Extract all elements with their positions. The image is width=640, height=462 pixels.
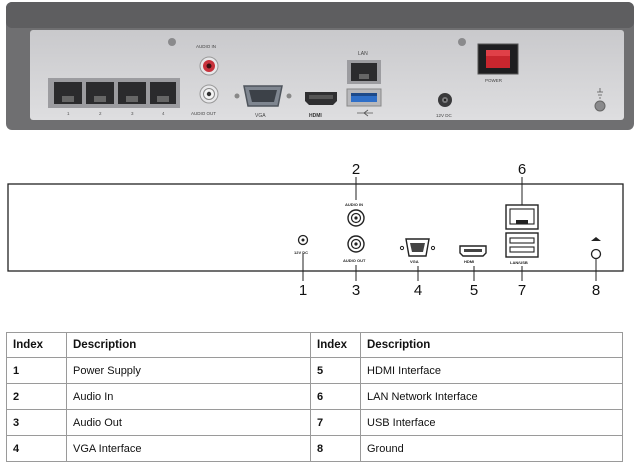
row-index: 8 — [310, 435, 361, 462]
photo-usb-port-icon — [346, 88, 382, 107]
photo-lan-port-icon — [347, 60, 381, 84]
diagram-hdmi-icon — [459, 245, 487, 257]
audio-out-jack-icon — [199, 84, 219, 104]
header-index: Index — [6, 332, 67, 358]
table-row: 2 Audio In 6 LAN Network Interface — [6, 383, 623, 410]
row-description: USB Interface — [360, 409, 623, 436]
photo-lan-label: LAN — [358, 51, 368, 57]
diagram-outline — [7, 183, 624, 272]
row-index: 1 — [6, 357, 67, 384]
lan-port-number: 1 — [67, 111, 70, 116]
callout-number: 7 — [518, 282, 526, 299]
table-row: 4 VGA Interface 8 Ground — [6, 435, 623, 462]
callout-number: 3 — [352, 282, 360, 299]
diagram-audio-in-label: AUDIO IN — [345, 202, 363, 207]
power-switch-icon — [477, 43, 519, 75]
row-description: Ground — [360, 435, 623, 462]
diagram-dc-label: 12V DC — [294, 250, 308, 255]
photo-power-label: POWER — [485, 78, 503, 83]
rear-panel-diagram: 12V DC 1 2 AUDIO IN AUDIO OUT 3 VGA 4 HD… — [7, 161, 624, 299]
callout-number: 4 — [414, 282, 422, 299]
dc-power-jack-icon — [438, 93, 452, 107]
callout-number: 5 — [470, 282, 478, 299]
row-description: HDMI Interface — [360, 357, 623, 384]
diagram-hdmi-label: HDMI — [464, 259, 474, 264]
diagram-usb-port-icon — [505, 232, 539, 258]
header-description: Description — [360, 332, 623, 358]
row-index: 2 — [6, 383, 67, 410]
table-row: 1 Power Supply 5 HDMI Interface — [6, 357, 623, 384]
row-description: Audio In — [66, 383, 311, 410]
hdmi-port-icon — [305, 92, 337, 105]
ground-screw-icon — [594, 88, 606, 112]
diagram-lan-usb-label: LAN/USB — [510, 260, 528, 265]
screw-icon — [458, 38, 466, 46]
rear-panel-photo: 1 2 3 4 AUDIO IN AUDIO OUT VGA HDMI LAN — [6, 2, 634, 130]
row-index: 6 — [310, 383, 361, 410]
audio-in-jack-icon — [199, 56, 219, 76]
photo-dc-label: 12V DC — [436, 113, 453, 118]
diagram-lan-port-icon — [505, 204, 539, 230]
callout-number: 6 — [518, 161, 526, 178]
photo-audio-in-label: AUDIO IN — [196, 44, 216, 49]
row-index: 7 — [310, 409, 361, 436]
lan-port-number: 2 — [99, 111, 102, 116]
diagram-ground-icon — [590, 237, 602, 260]
diagram-vga-icon — [399, 238, 436, 257]
lan-port-number: 3 — [131, 111, 134, 116]
diagram-audio-out-label: AUDIO OUT — [343, 258, 366, 263]
diagram-audio-in-jack-icon — [347, 209, 365, 227]
usb-symbol-icon — [357, 109, 373, 117]
header-description: Description — [66, 332, 311, 358]
callout-number: 8 — [592, 282, 600, 299]
table-row: 3 Audio Out 7 USB Interface — [6, 409, 623, 436]
interface-index-table: Index Description Index Description 1 Po… — [6, 332, 623, 462]
callout-number: 1 — [299, 282, 307, 299]
photo-vga-label: VGA — [255, 113, 266, 119]
row-description: LAN Network Interface — [360, 383, 623, 410]
row-index: 5 — [310, 357, 361, 384]
callout-number: 2 — [352, 161, 360, 178]
row-description: Audio Out — [66, 409, 311, 436]
photo-hdmi-label: HDMI — [309, 113, 322, 119]
row-description: VGA Interface — [66, 435, 311, 462]
screw-icon — [168, 38, 176, 46]
diagram-vga-label: VGA — [410, 259, 419, 264]
header-index: Index — [310, 332, 361, 358]
row-index: 3 — [6, 409, 67, 436]
vga-port-icon — [234, 85, 292, 107]
nvr-top-edge — [6, 2, 634, 28]
row-description: Power Supply — [66, 357, 311, 384]
row-index: 4 — [6, 435, 67, 462]
diagram-dc-jack-icon — [297, 234, 309, 246]
lan-port-number: 4 — [162, 111, 165, 116]
table-header-row: Index Description Index Description — [6, 332, 623, 358]
diagram-audio-out-jack-icon — [347, 235, 365, 253]
poe-lan-ports — [48, 78, 180, 108]
photo-audio-out-label: AUDIO OUT — [191, 111, 216, 116]
